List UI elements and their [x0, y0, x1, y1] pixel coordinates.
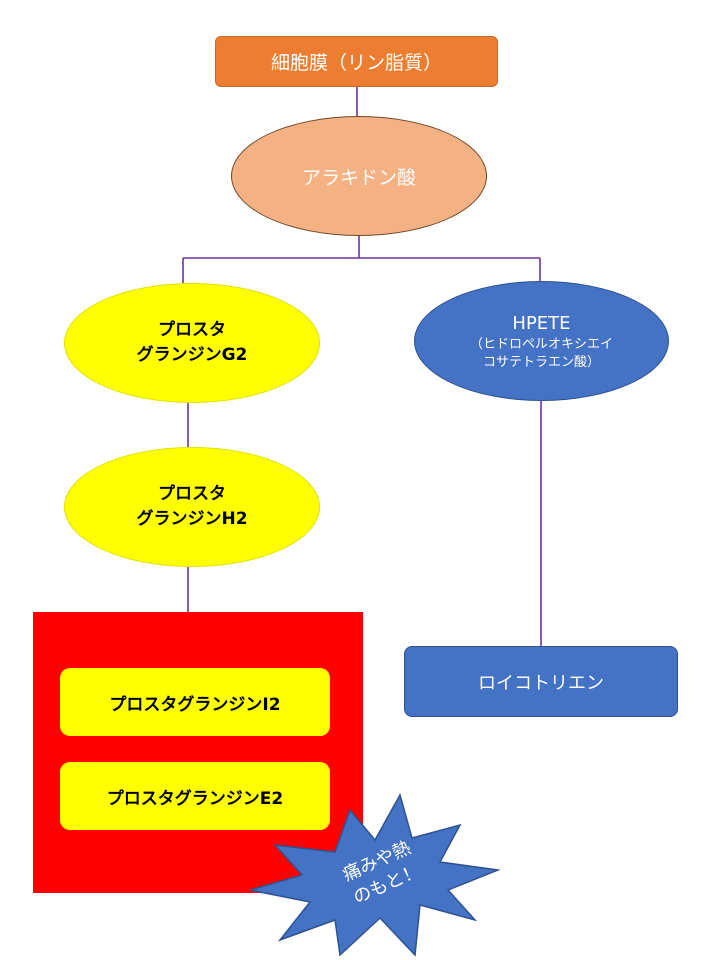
- node-leukotriene: ロイコトリエン: [404, 646, 678, 717]
- node-leukotriene-label: ロイコトリエン: [478, 672, 604, 694]
- node-pgi2-label: プロスタグランジンI2: [109, 694, 281, 715]
- node-hpete-sub1: （ヒドロペルオキシエイ: [469, 337, 613, 353]
- node-prostaglandin-h2: プロスタ グランジンH2: [64, 447, 320, 567]
- node-prostaglandin-i2: プロスタグランジンI2: [60, 668, 330, 736]
- node-pgh2-line2: グランジンH2: [136, 509, 248, 529]
- node-arachidonic-acid: アラキドン酸: [231, 116, 487, 236]
- node-cell-membrane-label: 細胞膜（リン脂質）: [270, 52, 442, 74]
- node-pgh2-line1: プロスタ: [158, 483, 226, 504]
- node-pge2-label: プロスタグランジンE2: [106, 788, 284, 809]
- node-arachidonic-acid-label: アラキドン酸: [301, 166, 416, 189]
- node-hpete-sub2: コサテトラエン酸）: [482, 354, 600, 370]
- prostaglandin-group-box: [33, 612, 363, 893]
- node-hpete-title: HPETE: [512, 312, 571, 334]
- node-pgg2-line2: グランジンG2: [136, 345, 248, 365]
- node-pgg2-line1: プロスタ: [158, 319, 226, 340]
- node-prostaglandin-g2: プロスタ グランジンG2: [64, 283, 320, 403]
- node-cell-membrane: 細胞膜（リン脂質）: [215, 36, 498, 87]
- node-hpete: HPETE （ヒドロペルオキシエイ コサテトラエン酸）: [414, 281, 669, 401]
- node-prostaglandin-e2: プロスタグランジンE2: [60, 762, 330, 830]
- callout-burst-shape: [249, 793, 500, 957]
